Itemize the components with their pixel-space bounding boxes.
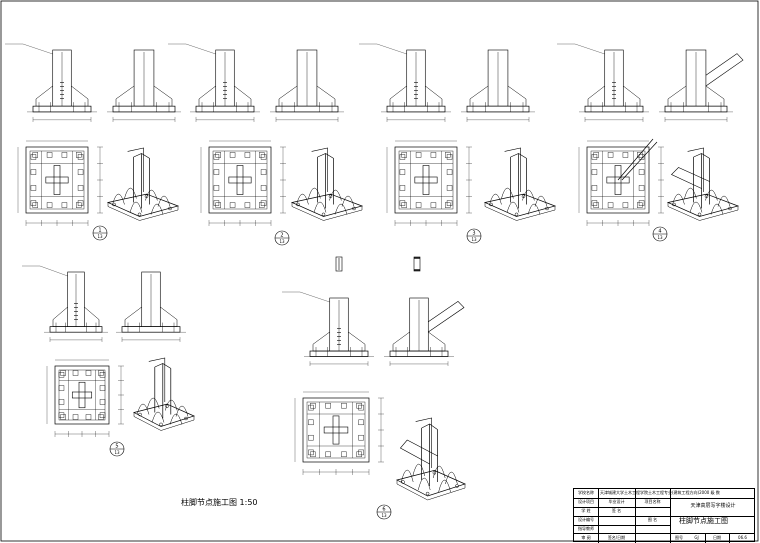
column-base-elevation-2	[168, 43, 260, 122]
detail-label-sheet: 13	[381, 513, 387, 518]
column-base-isometric-5	[133, 357, 195, 431]
date-label: 日期	[713, 535, 721, 540]
sheet-number: GJ	[694, 535, 699, 540]
drawing-name-label: 图 名	[647, 517, 658, 522]
column-base-elevation-3	[359, 43, 451, 122]
advisor-label: 指导教师	[578, 526, 594, 531]
tb-divider	[705, 533, 706, 543]
column-base-plan-5	[46, 359, 124, 437]
section-symbol-a	[335, 256, 343, 272]
detail-label-4: 413	[652, 226, 668, 242]
tb-row	[574, 516, 754, 525]
design-number-label: 设计编号	[578, 517, 594, 522]
detail-label-number: 6	[382, 507, 385, 513]
detail-label-number: 2	[280, 233, 283, 239]
column-base-isometric-4	[666, 147, 740, 221]
column-base-side-elevation-4	[659, 49, 744, 122]
drawing-name: 柱脚节点施工图	[679, 517, 728, 525]
column-base-plan-1	[17, 140, 103, 226]
detail-label-sheet: 13	[279, 239, 285, 244]
design-value: 毕业设计	[608, 499, 625, 504]
sign-date-label: 签名/日期	[607, 535, 626, 540]
detail-label-sheet: 13	[97, 234, 103, 239]
student-label: 学 姓	[581, 508, 591, 513]
detail-label-2: 213	[274, 230, 290, 246]
detail-label-number: 3	[472, 231, 475, 237]
column-base-isometric-1	[106, 147, 180, 221]
column-base-plan-4	[578, 138, 664, 226]
column-base-side-elevation-5	[116, 271, 186, 342]
column-base-side-elevation-2	[270, 49, 344, 122]
column-base-side-elevation-6	[384, 297, 465, 366]
school-label: 学校名称	[578, 490, 594, 495]
column-base-plan-3	[386, 140, 472, 226]
project-name: 天津高层写字楼设计	[690, 503, 736, 509]
column-base-elevation-4	[557, 43, 649, 122]
detail-label-3: 313	[466, 228, 482, 244]
column-base-isometric-2	[290, 147, 364, 221]
detail-label-number: 1	[98, 228, 101, 234]
section-symbols	[335, 256, 421, 272]
tb-divider	[729, 533, 730, 543]
column-base-plan-2	[200, 140, 286, 226]
tb-row	[574, 507, 670, 516]
detail-label-1: 113	[92, 225, 108, 241]
column-base-plan-6	[294, 391, 384, 475]
column-base-side-elevation-1	[107, 49, 181, 122]
tb-row	[574, 498, 754, 507]
project-label: 项目名称	[644, 499, 661, 504]
column-base-details	[5, 43, 744, 501]
detail-label-6: 613	[376, 504, 392, 520]
detail-label-number: 4	[658, 229, 661, 235]
column-base-isometric-3	[483, 147, 557, 221]
detail-label-number: 5	[115, 444, 118, 450]
design-label: 设计项目	[578, 499, 594, 504]
signature-label: 签 名	[611, 508, 622, 513]
drawing-title: 柱脚节点施工图 1:50	[181, 498, 258, 507]
school-value: 天津城建大学土木工程学院土木工程专业(建筑工程方向)2000 级 数	[600, 490, 720, 495]
detail-label-sheet: 13	[471, 237, 477, 242]
detail-label-5: 513	[109, 441, 125, 457]
tb-row	[574, 525, 670, 534]
date-value: 06.6	[738, 535, 747, 540]
detail-label-sheet: 13	[657, 235, 663, 240]
section-symbol-b	[413, 256, 421, 272]
detail-label-sheet: 13	[114, 450, 120, 455]
column-base-elevation-5	[22, 265, 108, 342]
column-base-side-elevation-3	[461, 49, 535, 122]
column-base-elevation-1	[5, 43, 97, 122]
column-base-elevation-6	[282, 291, 374, 366]
sheet-number-label: 图号	[675, 535, 683, 540]
title-block: 学校名称 天津城建大学土木工程学院土木工程专业(建筑工程方向)2000 级 数 …	[573, 488, 755, 543]
reviewer-label: 审 阅	[581, 535, 591, 540]
tb-row	[574, 533, 754, 542]
column-base-isometric-6	[396, 417, 466, 501]
